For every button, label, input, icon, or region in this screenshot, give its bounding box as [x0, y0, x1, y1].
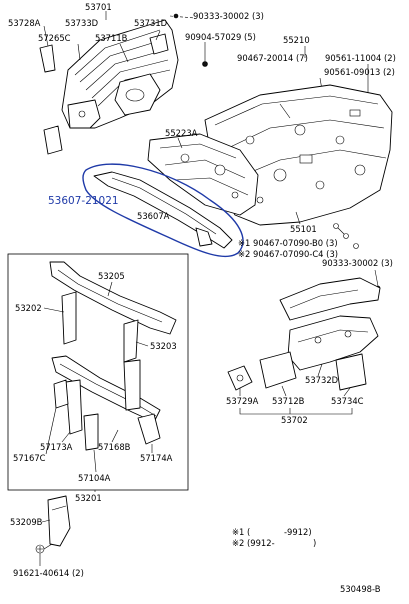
- label-90467-c4: ※2 90467-07090-C4 (3): [238, 249, 338, 259]
- label-57265c: 57265C: [38, 33, 71, 43]
- label-53209b: 53209B: [10, 517, 43, 527]
- label-53732d: 53732D: [305, 375, 338, 385]
- label-53201: 53201: [75, 493, 102, 503]
- cowl-panel-assembly: [39, 19, 179, 155]
- page-code: 530498-B: [340, 584, 381, 594]
- label-53731d: 53731D: [134, 18, 167, 28]
- footnote-2-start: ※2 (9912-: [232, 538, 275, 548]
- label-53729a: 53729A: [226, 396, 259, 406]
- label-53733d: 53733D: [65, 18, 98, 28]
- dash-insulator: [147, 133, 259, 216]
- label-90333-top: 90333-30002 (3): [193, 11, 264, 21]
- highlight-part-code[interactable]: 53607-21021: [48, 195, 119, 207]
- label-53203: 53203: [150, 341, 177, 351]
- label-53607a: 53607A: [137, 211, 170, 221]
- label-53734c: 53734C: [331, 396, 364, 406]
- radiator-support: [47, 261, 177, 547]
- fender-apron: [227, 277, 381, 391]
- label-57173a: 57173A: [40, 442, 73, 452]
- label-53205: 53205: [98, 271, 125, 281]
- label-53728a: 53728A: [8, 18, 41, 28]
- label-53702: 53702: [281, 415, 308, 425]
- footnote-1-start: ※1 (: [232, 527, 250, 537]
- label-90333-right: 90333-30002 (3): [322, 258, 393, 268]
- label-90561-11004: 90561-11004 (2): [325, 53, 396, 63]
- label-57174a: 57174A: [140, 453, 173, 463]
- highlight-outline: [82, 163, 244, 258]
- label-90561-09013: 90561-09013 (2): [324, 67, 395, 77]
- label-55223a: 55223A: [165, 128, 198, 138]
- label-91621: 91621-40614 (2): [13, 568, 84, 578]
- label-53701: 53701: [85, 2, 112, 12]
- label-53711b: 53711B: [95, 33, 128, 43]
- label-57168b: 57168B: [98, 442, 131, 452]
- radiator-support-group-box: [7, 253, 189, 491]
- label-90467-b0: ※1 90467-07090-B0 (3): [238, 238, 338, 248]
- label-90467-20014: 90467-20014 (7): [237, 53, 308, 63]
- label-57104a: 57104A: [78, 473, 111, 483]
- label-90904: 90904-57029 (5): [185, 32, 256, 42]
- label-53202: 53202: [15, 303, 42, 313]
- footnote-1-end: -9912): [284, 527, 312, 537]
- footnote-2-end: ): [313, 538, 316, 548]
- label-53712b: 53712B: [272, 396, 305, 406]
- label-55101: 55101: [290, 224, 317, 234]
- brace-53607a: [93, 171, 233, 249]
- label-57167c: 57167C: [13, 453, 46, 463]
- label-55210: 55210: [283, 35, 310, 45]
